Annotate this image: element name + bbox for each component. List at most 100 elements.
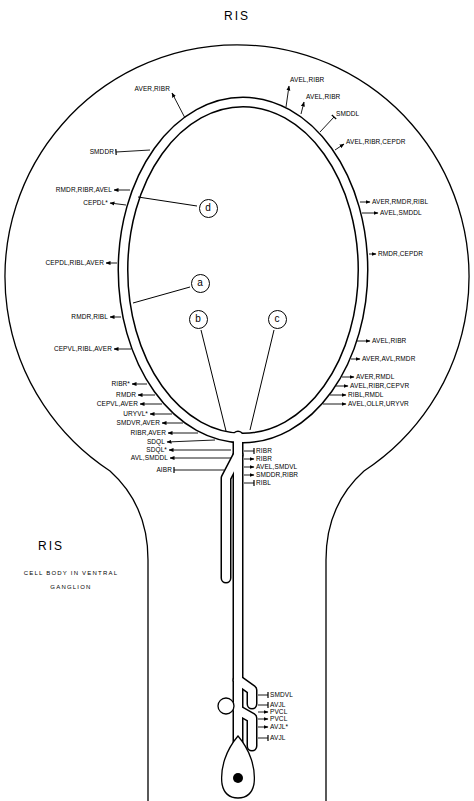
- synapse-partner: RIBR,AVER: [131, 430, 166, 437]
- synapse-arrow: [114, 190, 130, 191]
- synapse-partner: SMDDL: [336, 111, 359, 118]
- leader-line: [201, 330, 226, 431]
- synapse-bar: [258, 695, 268, 696]
- synapse-partner: SDQL: [147, 439, 165, 446]
- synapse-arrow: [342, 377, 354, 378]
- nerve-ring: [123, 102, 363, 438]
- callout-circle: a: [191, 274, 210, 293]
- synapse-arrow: [330, 395, 346, 396]
- synapse-arrow: [244, 467, 254, 468]
- synapse-arrow: [336, 386, 348, 387]
- leader-line: [138, 197, 197, 206]
- synapse-partner: AVJL: [270, 735, 285, 742]
- synapse-partner: AVER,RMDL: [356, 374, 394, 381]
- leader-line: [250, 330, 274, 430]
- synapse-arrow: [172, 93, 185, 118]
- synapse-partner: CEPDL,RIBL,AVER: [46, 260, 104, 267]
- synapse-partner: RIBR: [256, 456, 272, 463]
- synapse-arrow: [369, 254, 376, 255]
- synapse-partner: RIBL,RMDL: [348, 392, 384, 399]
- synapse-arrow: [162, 423, 183, 424]
- nerve-ring: [123, 102, 363, 438]
- synapse-partner: RIBL: [256, 480, 271, 487]
- synapse-partner: SMDVR,AVER: [117, 420, 161, 427]
- synapse-partner: RIBR: [256, 448, 272, 455]
- synapse-partner: SMDDR: [90, 149, 114, 156]
- axon-loop: [226, 455, 238, 578]
- callout-letter: c: [275, 314, 280, 324]
- synapse-partner: RMDR,RIBR,AVEL: [56, 187, 112, 194]
- leader-line: [133, 287, 190, 303]
- synapse-partner: CEPDL*: [83, 200, 108, 207]
- synapse-partner: AVER,RIBR: [135, 86, 170, 93]
- synapse-partner: SMDDR,RIBR: [256, 472, 298, 479]
- synapse-partner: AVEL,RIBR,CEPVR: [350, 383, 409, 390]
- callout-circle: b: [189, 310, 208, 329]
- synapse-bar: [174, 470, 224, 471]
- axon: [234, 436, 242, 742]
- neuron-name: RIS: [38, 540, 64, 552]
- synapse-partner: AVEL,RIBR: [306, 94, 340, 101]
- synapse-partner: AVJL*: [270, 724, 288, 731]
- synapse-arrow: [356, 341, 370, 342]
- callout-letter: d: [205, 203, 211, 213]
- synapse-partner: AVEL,RIBR: [372, 338, 406, 345]
- synapse-partner: CEPVL,AVER: [97, 401, 138, 408]
- synapse-arrow: [258, 712, 268, 713]
- synapse-partner: AVL,SMDDL: [131, 455, 168, 462]
- callout-circle: d: [199, 199, 218, 218]
- synapse-partner: PVCL: [270, 709, 287, 716]
- synapse-partner: AVJL: [270, 702, 285, 709]
- synapse-partner: RIBR*: [111, 381, 130, 388]
- synapse-partner: CEPVL,RIBL,AVER: [54, 346, 112, 353]
- synapse-partner: RMDR: [116, 392, 136, 399]
- synapse-bar: [258, 738, 268, 739]
- synapse-arrow: [351, 359, 360, 360]
- head-outline: [5, 45, 469, 801]
- synapse-partner: AVEL,SMDDL: [380, 210, 422, 217]
- synapse-arrow: [323, 404, 346, 405]
- open-circle: [218, 698, 234, 714]
- synapse-arrow: [360, 202, 370, 203]
- synapse-partner: URYVL*: [123, 411, 148, 418]
- title: RIS: [224, 9, 250, 23]
- axon-branch: [238, 680, 252, 704]
- synapse-bar: [244, 483, 254, 484]
- synapse-arrow: [169, 450, 231, 451]
- cell-body: [222, 736, 255, 798]
- synapse-marks: [106, 86, 378, 738]
- note: CELL BODY IN VENTRAL GANGLION: [15, 566, 127, 595]
- synapse-arrow: [244, 459, 254, 460]
- synapse-arrow: [335, 144, 344, 150]
- synapse-arrow: [362, 213, 378, 214]
- synapse-bar: [258, 705, 268, 706]
- synapse-partner: AVER,RMDR,RIBL: [372, 199, 428, 206]
- synapse-arrow: [110, 203, 126, 205]
- synapse-arrow: [244, 475, 254, 476]
- synapse-bar: [116, 150, 150, 152]
- synapse-partner: AVER,AVL,RMDR: [362, 356, 415, 363]
- synapse-bar: [244, 451, 254, 452]
- synapse-arrow: [168, 433, 198, 434]
- callout-circle: c: [268, 310, 287, 329]
- synapse-partner: AVEL,RIBR: [290, 77, 324, 84]
- callout-letter: a: [197, 278, 203, 288]
- synapse-partner: AIBR: [156, 467, 172, 474]
- synapse-bar: [320, 117, 334, 132]
- synapse-partner: RMDR,RIBL: [71, 314, 108, 321]
- synapse-arrow: [132, 384, 147, 385]
- synapse-partner: PVCL: [270, 716, 287, 723]
- synapse-arrow: [301, 102, 304, 114]
- synapse-partner: RMDR,CEPDR: [378, 251, 423, 258]
- synapse-arrow: [110, 317, 121, 318]
- synapse-arrow: [167, 440, 215, 442]
- synapse-partner: SDQL*: [146, 447, 167, 454]
- synapse-arrow: [258, 727, 268, 728]
- synapse-arrow: [114, 349, 131, 350]
- synapse-arrow: [150, 414, 172, 415]
- synapse-partner: SMDVL: [270, 692, 293, 699]
- synapse-partner: AVEL,OLLR,URYVR: [348, 401, 409, 408]
- synapse-partner: AVEL,SMDVL: [256, 464, 297, 471]
- synapse-arrow: [140, 404, 162, 405]
